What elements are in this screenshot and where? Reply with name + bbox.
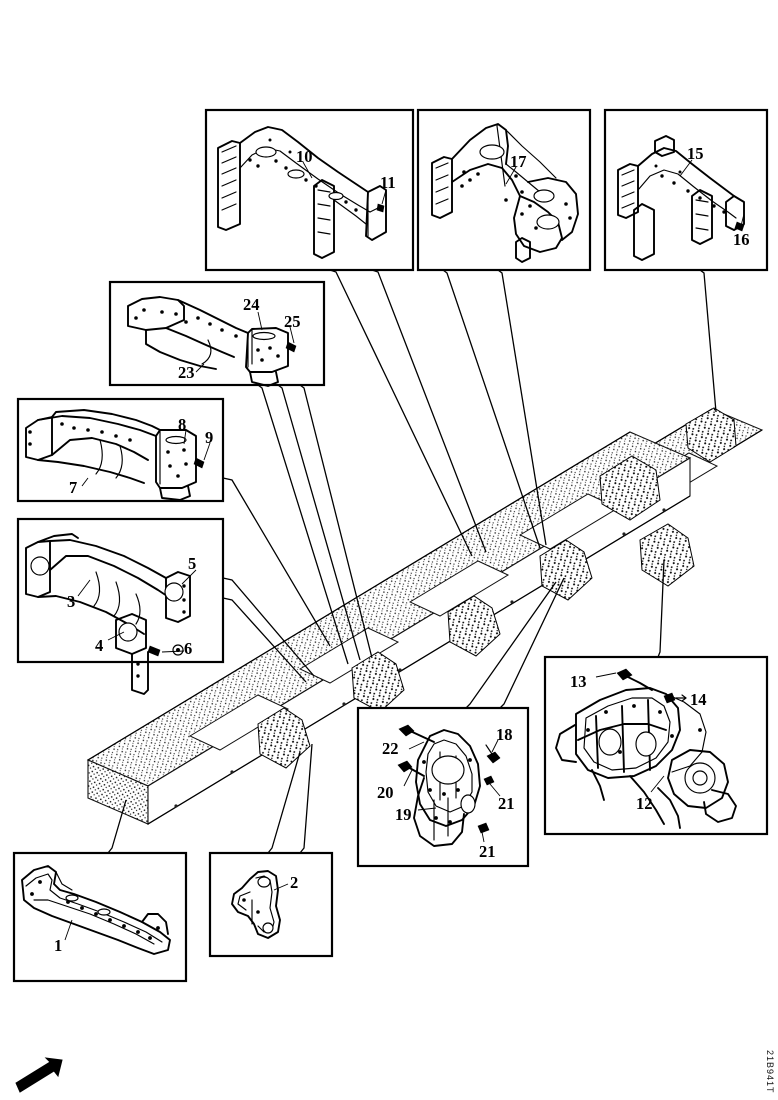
- part-illustration-7: [25, 409, 205, 501]
- callout-4: 4: [95, 636, 103, 655]
- callout-22: 22: [382, 739, 399, 758]
- part-illustration-3: [25, 533, 191, 695]
- callout-9: 9: [205, 428, 213, 447]
- callout-21-bottom: 21: [479, 842, 496, 861]
- callout-15: 15: [687, 144, 704, 163]
- callout-12: 12: [636, 794, 653, 813]
- callout-5: 5: [188, 554, 196, 573]
- fastener-18: [485, 744, 501, 764]
- callout-18: 18: [496, 725, 513, 744]
- bolt-20: [397, 760, 425, 777]
- callout-16: 16: [733, 230, 750, 249]
- part-illustration-12: [555, 668, 737, 829]
- callout-10: 10: [296, 147, 313, 166]
- callout-2: 2: [290, 873, 298, 892]
- fastener-21-bottom: [477, 822, 490, 834]
- part-illustration-23: [127, 296, 297, 387]
- callout-24: 24: [243, 295, 260, 314]
- callout-1: 1: [54, 936, 62, 955]
- callout-7: 7: [69, 478, 77, 497]
- bolt-22: [398, 724, 435, 743]
- callout-23: 23: [178, 363, 195, 382]
- callout-13: 13: [570, 672, 587, 691]
- callout-20: 20: [377, 783, 394, 802]
- callout-17: 17: [510, 152, 527, 171]
- callout-14: 14: [690, 690, 707, 709]
- part-illustration-15: [617, 135, 745, 261]
- frame-crossmember-nodes: [257, 407, 737, 769]
- part-illustration-17: [431, 123, 579, 263]
- callout-3: 3: [67, 592, 75, 611]
- part-illustration-19: [397, 724, 501, 847]
- watermark-code: 21B941T: [765, 1050, 775, 1094]
- part-illustration-2: [231, 870, 281, 939]
- callout-21-right: 21: [498, 794, 515, 813]
- part-illustration-10: [217, 126, 387, 259]
- callout-8: 8: [178, 415, 186, 434]
- callout-19: 19: [395, 805, 412, 824]
- callout-11: 11: [380, 173, 396, 192]
- callout-25: 25: [284, 312, 301, 331]
- part-illustration-1: [21, 865, 171, 955]
- fastener-21-right: [483, 775, 495, 786]
- callout-6: 6: [184, 639, 192, 658]
